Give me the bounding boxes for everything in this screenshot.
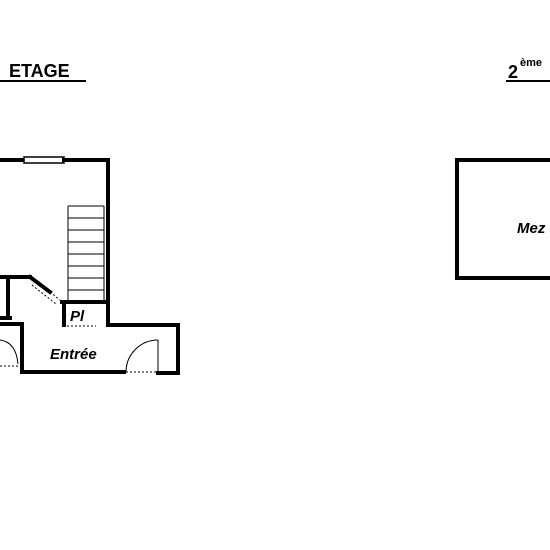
bay-door-dashed-a <box>31 284 57 305</box>
staircase <box>67 205 105 303</box>
mezzanine-label: Mez <box>517 220 546 237</box>
entrance-label: Entrée <box>50 346 97 363</box>
left-heading-text: ETAGE <box>9 61 70 81</box>
right-floor-plan: Mez <box>455 158 550 280</box>
entrance-door-swing <box>125 339 159 373</box>
lower-left-door-swing <box>0 339 19 365</box>
bay-angled-wall <box>27 274 53 295</box>
right-heading-superscript: ème <box>520 57 542 69</box>
window <box>23 156 65 164</box>
left-plan-heading: ' ETAGE <box>0 61 86 82</box>
bay-door-dashed-b <box>49 291 61 301</box>
storage-label: Pl <box>70 308 85 325</box>
right-heading-number: 2 <box>508 62 518 82</box>
left-floor-plan: Pl Entrée <box>0 156 180 375</box>
right-plan-heading: 2 ème <box>506 57 550 82</box>
